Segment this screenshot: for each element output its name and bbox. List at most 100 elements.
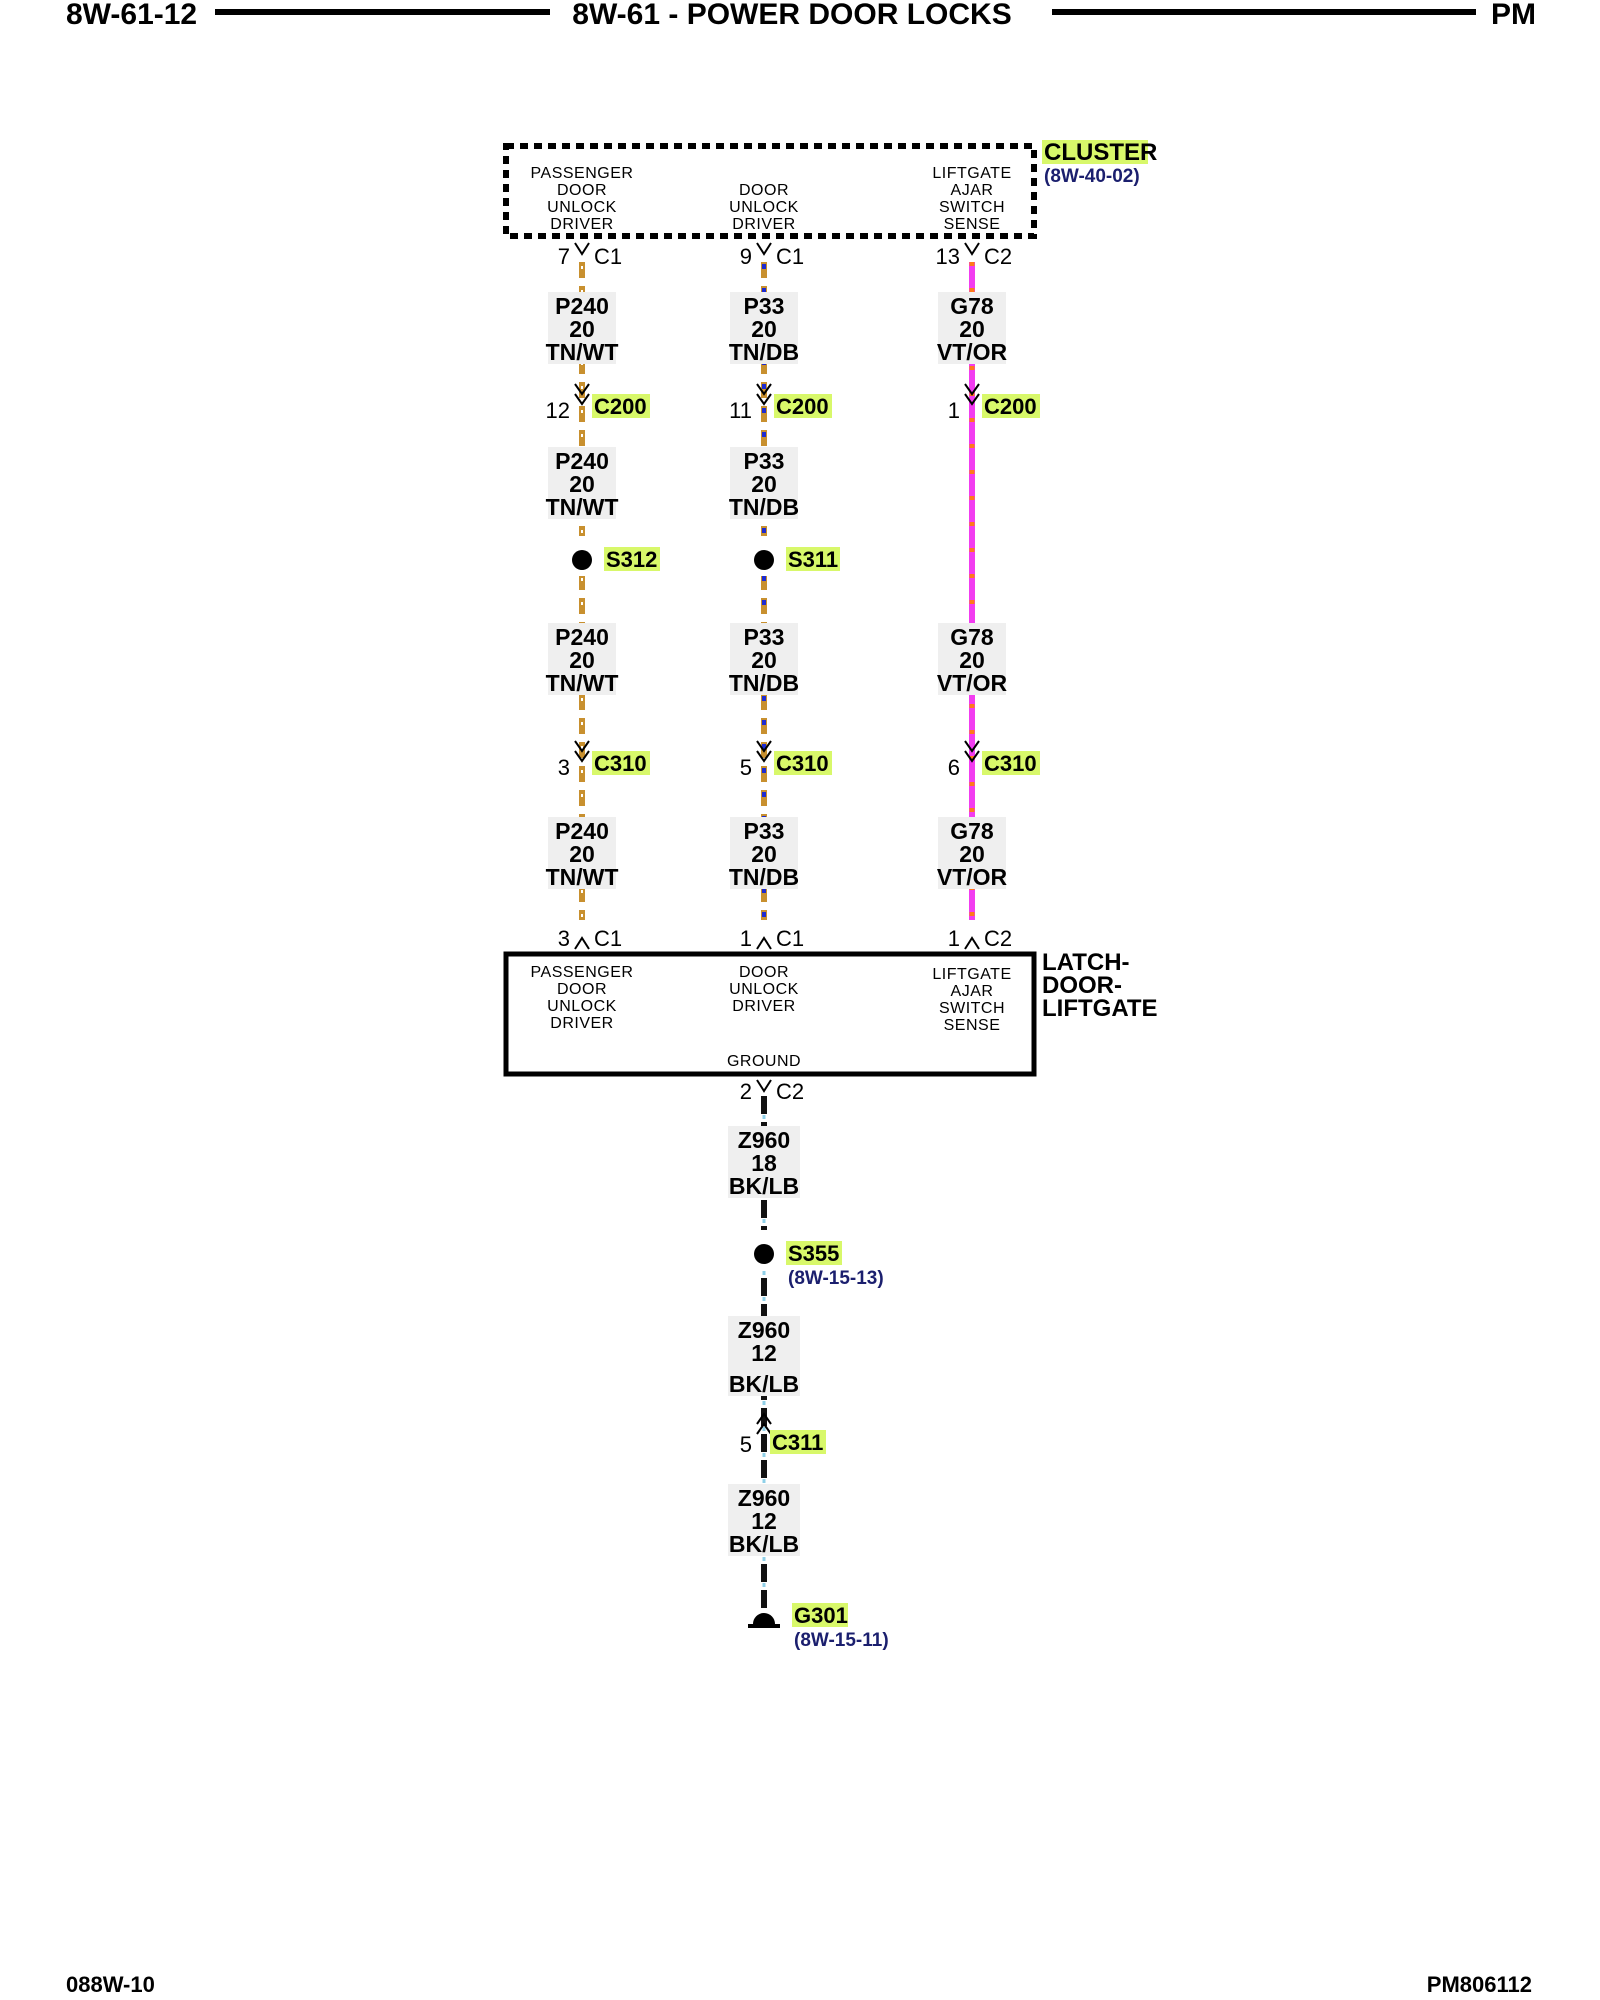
latch-door-liftgate-module: LATCH- DOOR- LIFTGATE PASSENGER DOOR UNL…	[503, 949, 1158, 1077]
wire-gauge: 20	[959, 841, 985, 867]
svg-text:DRIVER: DRIVER	[732, 216, 795, 233]
latch-pin-door-unlock-driver: DOOR UNLOCK DRIVER	[729, 964, 799, 1015]
cluster-c1-pin9-symbol	[756, 242, 772, 256]
c200-pin1-symbol	[964, 393, 980, 406]
latch-connector-id: C2	[984, 926, 1012, 951]
wire-color: TN/WT	[546, 864, 619, 890]
splice-s311-label: S311	[788, 547, 838, 572]
svg-text:LIFTGATE: LIFTGATE	[932, 165, 1011, 182]
svg-text:UNLOCK: UNLOCK	[729, 199, 799, 216]
cluster-connector-id: C2	[984, 244, 1012, 269]
svg-text:SWITCH: SWITCH	[939, 1000, 1005, 1017]
wire-circuit: P33	[744, 818, 785, 844]
splice-s355-label: S355	[788, 1241, 839, 1266]
ground-symbol	[748, 1613, 780, 1628]
footer-right: PM806112	[1427, 1972, 1532, 1997]
wire-color: TN/DB	[729, 494, 799, 520]
wire-color: VT/OR	[937, 864, 1008, 890]
svg-text:SWITCH: SWITCH	[939, 199, 1005, 216]
cluster-c1-pin7-symbol	[574, 242, 590, 256]
c200-connector-id: C200	[594, 394, 647, 419]
cluster-name-highlight	[1042, 140, 1148, 164]
wire-gauge: 18	[751, 1150, 777, 1176]
svg-text:DRIVER: DRIVER	[550, 1015, 613, 1032]
latch-connector-id: C1	[776, 926, 804, 951]
latch-ground-pin-number: 2	[740, 1079, 752, 1104]
wire-circuit: P240	[555, 293, 609, 319]
wire-gauge: 20	[751, 841, 777, 867]
wire-gauge: 20	[569, 471, 595, 497]
cluster-module: CLUSTER (8W-40-02) PASSENGER DOOR UNLOCK…	[503, 139, 1157, 239]
wire-circuit: P33	[744, 624, 785, 650]
c200-connector-id: C200	[984, 394, 1037, 419]
latch-pin-number: 1	[740, 926, 752, 951]
svg-text:DOOR: DOOR	[557, 981, 607, 998]
svg-text:PASSENGER: PASSENGER	[531, 165, 634, 182]
svg-text:DOOR: DOOR	[739, 182, 789, 199]
svg-text:DOOR: DOOR	[557, 182, 607, 199]
c310-pin5-symbol	[756, 750, 772, 763]
splice-s312-dot	[572, 550, 592, 570]
c310-connector-id: C310	[776, 751, 829, 776]
wire-color: BK/LB	[729, 1173, 799, 1199]
ground-g301-label: G301	[794, 1603, 848, 1628]
wire-circuit: Z960	[738, 1317, 790, 1343]
splice-s355-ref: (8W-15-13)	[788, 1268, 884, 1289]
latch-ground-connector-id: C2	[776, 1079, 804, 1104]
cluster-pin-number: 7	[558, 244, 570, 269]
wire-color: BK/LB	[729, 1371, 799, 1397]
wire-circuit: P240	[555, 448, 609, 474]
wire-circuit: Z960	[738, 1485, 790, 1511]
wire-color: TN/DB	[729, 864, 799, 890]
c311-pin-number: 5	[740, 1432, 752, 1457]
cluster-pin-liftgate-ajar-switch-sense: LIFTGATE AJAR SWITCH SENSE	[932, 165, 1011, 233]
latch-name-line1: LATCH-	[1042, 949, 1130, 976]
wire-circuit: G78	[950, 818, 994, 844]
wire-circuit: P33	[744, 293, 785, 319]
latch-connector-id: C1	[594, 926, 622, 951]
wire-color: TN/WT	[546, 339, 619, 365]
c310-connector-id: C310	[984, 751, 1037, 776]
svg-text:DRIVER: DRIVER	[550, 216, 613, 233]
c200-connector-id: C200	[776, 394, 829, 419]
wire-color: TN/WT	[546, 494, 619, 520]
wire-gauge: 20	[569, 316, 595, 342]
c310-pin3-symbol	[574, 750, 590, 763]
latch-pin-ground: GROUND	[727, 1053, 801, 1070]
svg-text:SENSE: SENSE	[944, 1017, 1001, 1034]
latch-c1-pin3-symbol	[574, 936, 590, 950]
latch-pin-liftgate-ajar-switch-sense: LIFTGATE AJAR SWITCH SENSE	[932, 966, 1011, 1034]
wire-gauge: 20	[569, 841, 595, 867]
c310-connector-id: C310	[594, 751, 647, 776]
cluster-name: CLUSTER	[1044, 139, 1157, 166]
latch-name-line3: LIFTGATE	[1042, 995, 1158, 1022]
c200-pin-number: 1	[948, 398, 960, 423]
latch-c2-pin1-symbol	[964, 936, 980, 950]
wire-gauge: 12	[751, 1340, 777, 1366]
wire-gauge: 20	[751, 647, 777, 673]
cluster-connector-id: C1	[594, 244, 622, 269]
c200-pin12-symbol	[574, 393, 590, 406]
cluster-c2-pin13-symbol	[964, 242, 980, 256]
svg-text:UNLOCK: UNLOCK	[729, 981, 799, 998]
wire-circuit: Z960	[738, 1127, 790, 1153]
column-liftgate-ajar: 13 C2 G78 20 VT/OR 1 C200 G78 20 VT/OR 6…	[936, 244, 1040, 951]
svg-text:UNLOCK: UNLOCK	[547, 199, 617, 216]
svg-text:PASSENGER: PASSENGER	[531, 964, 634, 981]
svg-text:UNLOCK: UNLOCK	[547, 998, 617, 1015]
wire-gauge: 12	[751, 1508, 777, 1534]
c310-pin-number: 5	[740, 755, 752, 780]
wire-color: TN/DB	[729, 339, 799, 365]
svg-text:DRIVER: DRIVER	[732, 998, 795, 1015]
wire-gauge: 20	[569, 647, 595, 673]
c200-pin-number: 11	[729, 398, 752, 423]
header-right: PM	[1491, 0, 1536, 31]
c311-connector-id: C311	[772, 1430, 823, 1455]
latch-name-line2: DOOR-	[1042, 972, 1122, 999]
footer-left: 088W-10	[66, 1972, 155, 1997]
ground-circuit: 2 C2 Z960 18 BK/LB S355 (8W-15-13) Z960 …	[728, 1079, 889, 1651]
svg-text:DOOR: DOOR	[739, 964, 789, 981]
latch-pin-number: 3	[558, 926, 570, 951]
wire-color: BK/LB	[729, 1531, 799, 1557]
